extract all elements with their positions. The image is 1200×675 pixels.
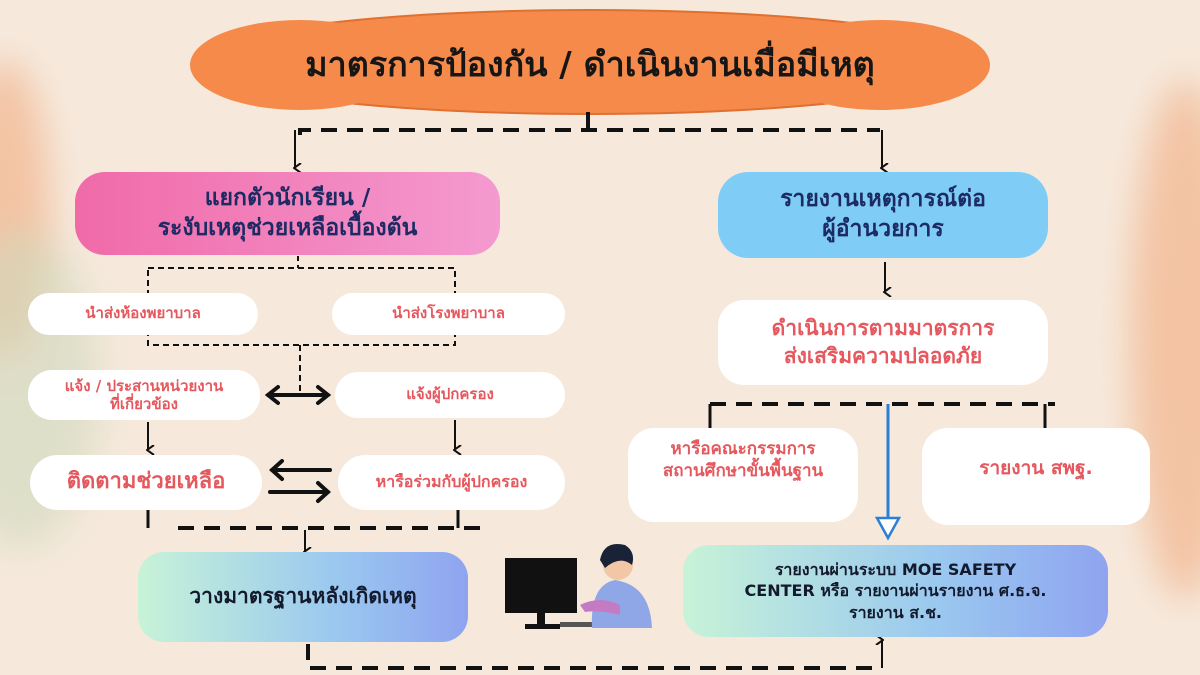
notify-agencies-line2: ที่เกี่ยวข้อง: [110, 395, 178, 413]
moe-line3: รายงาน ส.ช.: [848, 602, 943, 622]
moe-safety-center-box: รายงานผ่านระบบ MOE SAFETY CENTER หรือ รา…: [683, 545, 1108, 637]
committee-line1: หารือคณะกรรมการ: [670, 439, 816, 459]
nurse-room-box: นำส่งห้องพยาบาล: [28, 293, 258, 335]
isolate-student-line2: ระงับเหตุช่วยเหลือเบื้องต้น: [157, 214, 418, 241]
notify-agencies-box: แจ้ง / ประสานหน่วยงาน ที่เกี่ยวข้อง: [28, 370, 260, 420]
report-director-box: รายงานเหตุการณ์ต่อ ผู้อำนวยการ: [718, 172, 1048, 258]
report-office-box: รายงาน สพฐ.: [922, 428, 1150, 525]
follow-up-box: ติดตามช่วยเหลือ: [30, 455, 262, 510]
safety-measures-box: ดำเนินการตามมาตรการ ส่งเสริมความปลอดภัย: [718, 300, 1048, 385]
hospital-box: นำส่งโรงพยาบาล: [332, 293, 565, 335]
notify-agencies-line1: แจ้ง / ประสานหน่วยงาน: [64, 377, 224, 395]
report-director-line1: รายงานเหตุการณ์ต่อ: [780, 186, 986, 213]
safety-measures-line1: ดำเนินการตามมาตรการ: [771, 316, 995, 341]
report-director-line2: ผู้อำนวยการ: [822, 216, 944, 242]
notify-parents-box: แจ้งผู้ปกครอง: [335, 372, 565, 418]
committee-line2: สถานศึกษาขั้นพื้นฐาน: [662, 461, 824, 482]
committee-box: หารือคณะกรรมการ สถานศึกษาขั้นพื้นฐาน: [628, 428, 858, 522]
page-title: มาตรการป้องกัน / ดำเนินงานเมื่อมีเหตุ: [305, 44, 875, 85]
post-incident-standard-box: วางมาตรฐานหลังเกิดเหตุ: [138, 552, 468, 642]
safety-measures-line2: ส่งเสริมความปลอดภัย: [783, 343, 983, 368]
moe-line2: CENTER หรือ รายงานผ่านรายงาน ศ.ธ.จ.: [744, 581, 1047, 601]
person-at-computer-illustration: [505, 544, 652, 629]
discuss-parents-box: หารือร่วมกับผู้ปกครอง: [338, 455, 565, 510]
isolate-student-line1: แยกตัวนักเรียน /: [204, 184, 371, 211]
isolate-student-box: แยกตัวนักเรียน / ระงับเหตุช่วยเหลือเบื้อ…: [75, 172, 500, 255]
moe-line1: รายงานผ่านระบบ MOE SAFETY: [774, 559, 1017, 579]
